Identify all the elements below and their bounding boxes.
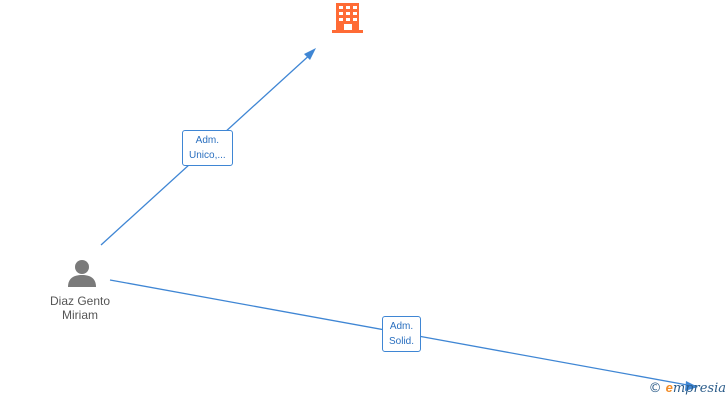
person-name-line: Miriam — [62, 308, 98, 322]
brand-logo-text: mpresia — [672, 381, 726, 396]
edge-label-adm-solid[interactable]: Adm. Solid. — [382, 316, 422, 352]
edge-label-adm-unico[interactable]: Adm. Unico,... — [182, 130, 233, 166]
edge-label-line: Adm. — [389, 321, 414, 332]
person-name-line: Diaz Gento — [49, 294, 111, 308]
copyright-symbol: © — [648, 381, 662, 396]
person-icon[interactable] — [68, 260, 96, 287]
edge-label-line: Unico,... — [189, 150, 226, 161]
arrowhead-icon — [685, 381, 698, 391]
arrowhead-icon — [304, 48, 316, 60]
edge-label-line: Solid. — [389, 336, 415, 347]
person-name[interactable]: Diaz Gento Miriam — [20, 294, 140, 322]
edge-label-line: Adm. — [195, 135, 220, 146]
building-icon[interactable] — [332, 3, 363, 33]
brand-logo-letter: e — [665, 380, 673, 395]
empresia-watermark: ©empresia — [649, 380, 726, 396]
